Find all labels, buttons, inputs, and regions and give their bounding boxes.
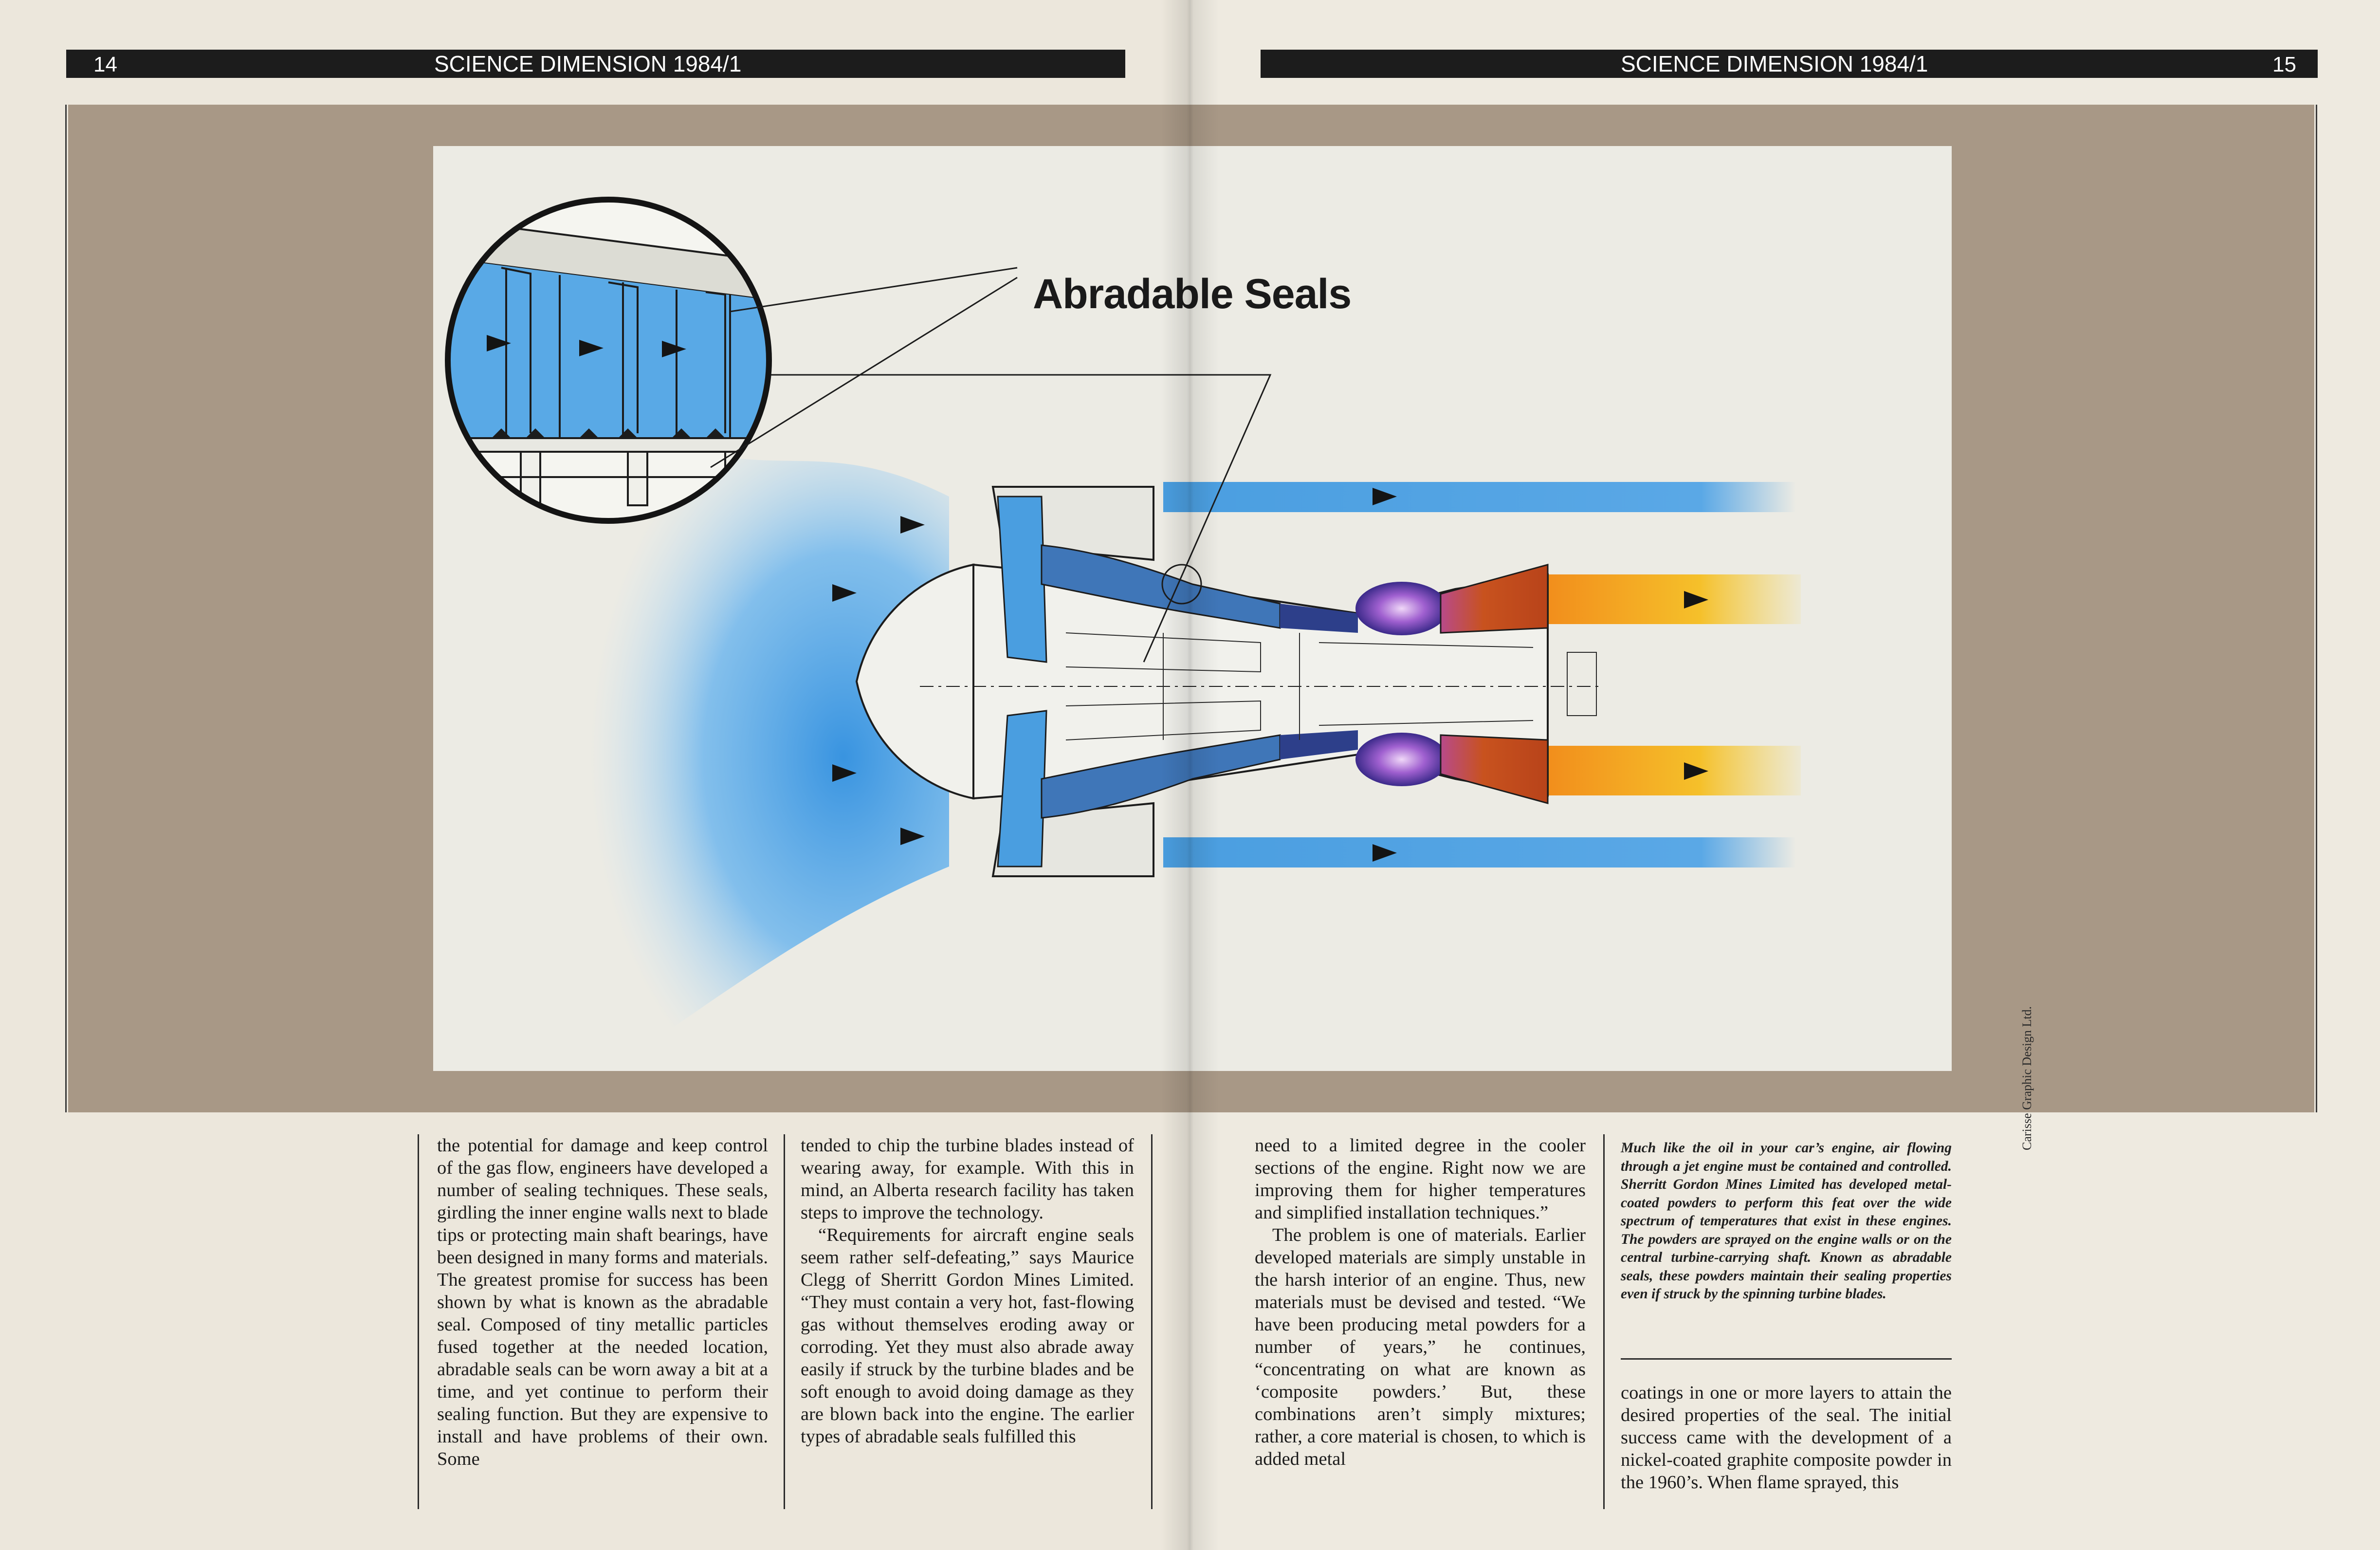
text-column-1: the potential for damage and keep contro… (437, 1134, 768, 1509)
combustor-top (1355, 582, 1448, 635)
combustor-bottom (1355, 733, 1448, 786)
text-column-2: tended to chip the turbine blades instea… (801, 1134, 1134, 1509)
column-1-paragraph: the potential for damage and keep contro… (437, 1135, 768, 1469)
column-4-paragraph: coatings in one or more layers to attain… (1621, 1383, 1952, 1493)
column-2-paragraph-2: “Requirements for aircraft engine seals … (801, 1225, 1134, 1447)
page-gutter (1161, 0, 1219, 1550)
right-header-title: SCIENCE DIMENSION 1984/1 (1621, 51, 1928, 76)
column-rule-2 (784, 1134, 785, 1509)
right-page-number: 15 (2272, 53, 2296, 76)
bypass-stream-top (1163, 482, 1796, 512)
flow-arrows (832, 488, 1708, 862)
callout-target (1161, 564, 1202, 605)
column-rule-1 (418, 1134, 419, 1509)
left-header-title: SCIENCE DIMENSION 1984/1 (434, 51, 742, 76)
fan-blades (997, 496, 1047, 867)
turbine-top (1440, 564, 1549, 634)
callout-leader (769, 374, 1272, 663)
engine-illustration (445, 197, 1801, 1066)
panel-left-rule (65, 105, 67, 1112)
illustration-credit: Carisse Graphic Design Ltd. (2020, 1006, 2034, 1151)
bypass-stream-bottom (1163, 837, 1796, 867)
text-column-3: need to a limited degree in the cooler s… (1255, 1134, 1586, 1509)
column-rule-4 (1603, 1134, 1605, 1509)
column-rule-3 (1151, 1134, 1153, 1509)
figure-caption: Much like the oil in your car’s engine, … (1621, 1140, 1952, 1302)
column-3-paragraph-2: The problem is one of materials. Earlier… (1255, 1225, 1586, 1469)
exhaust-stream-top (1548, 574, 1801, 624)
column-2-paragraph-1: tended to chip the turbine blades instea… (801, 1135, 1134, 1223)
engine-diagram: Abradable Seals (433, 146, 1952, 1071)
illustration-panel: Abradable Seals Carisse Graphic Design L… (65, 105, 2317, 1150)
left-running-header: 14 SCIENCE DIMENSION 1984/1 (66, 50, 1125, 78)
left-page-number: 14 (93, 53, 117, 76)
text-column-4: coatings in one or more layers to attain… (1621, 1382, 1952, 1509)
column-3-paragraph-1: need to a limited degree in the cooler s… (1255, 1135, 1586, 1223)
diagram-title: Abradable Seals (1033, 271, 1352, 317)
right-running-header: SCIENCE DIMENSION 1984/1 15 (1261, 50, 2318, 78)
intake-airflow (526, 448, 949, 1066)
exhaust-stream-bottom (1548, 746, 1801, 795)
engine-detail-lines (1065, 632, 1597, 740)
turbine-bottom (1440, 734, 1549, 804)
panel-right-rule (2316, 105, 2317, 1112)
engine-core (855, 486, 1601, 877)
label-leaders (710, 267, 1018, 468)
caption-rule (1621, 1358, 1952, 1360)
seal-detail-circle (445, 197, 772, 524)
compressor (1041, 544, 1358, 819)
seal-detail-view (448, 200, 769, 521)
